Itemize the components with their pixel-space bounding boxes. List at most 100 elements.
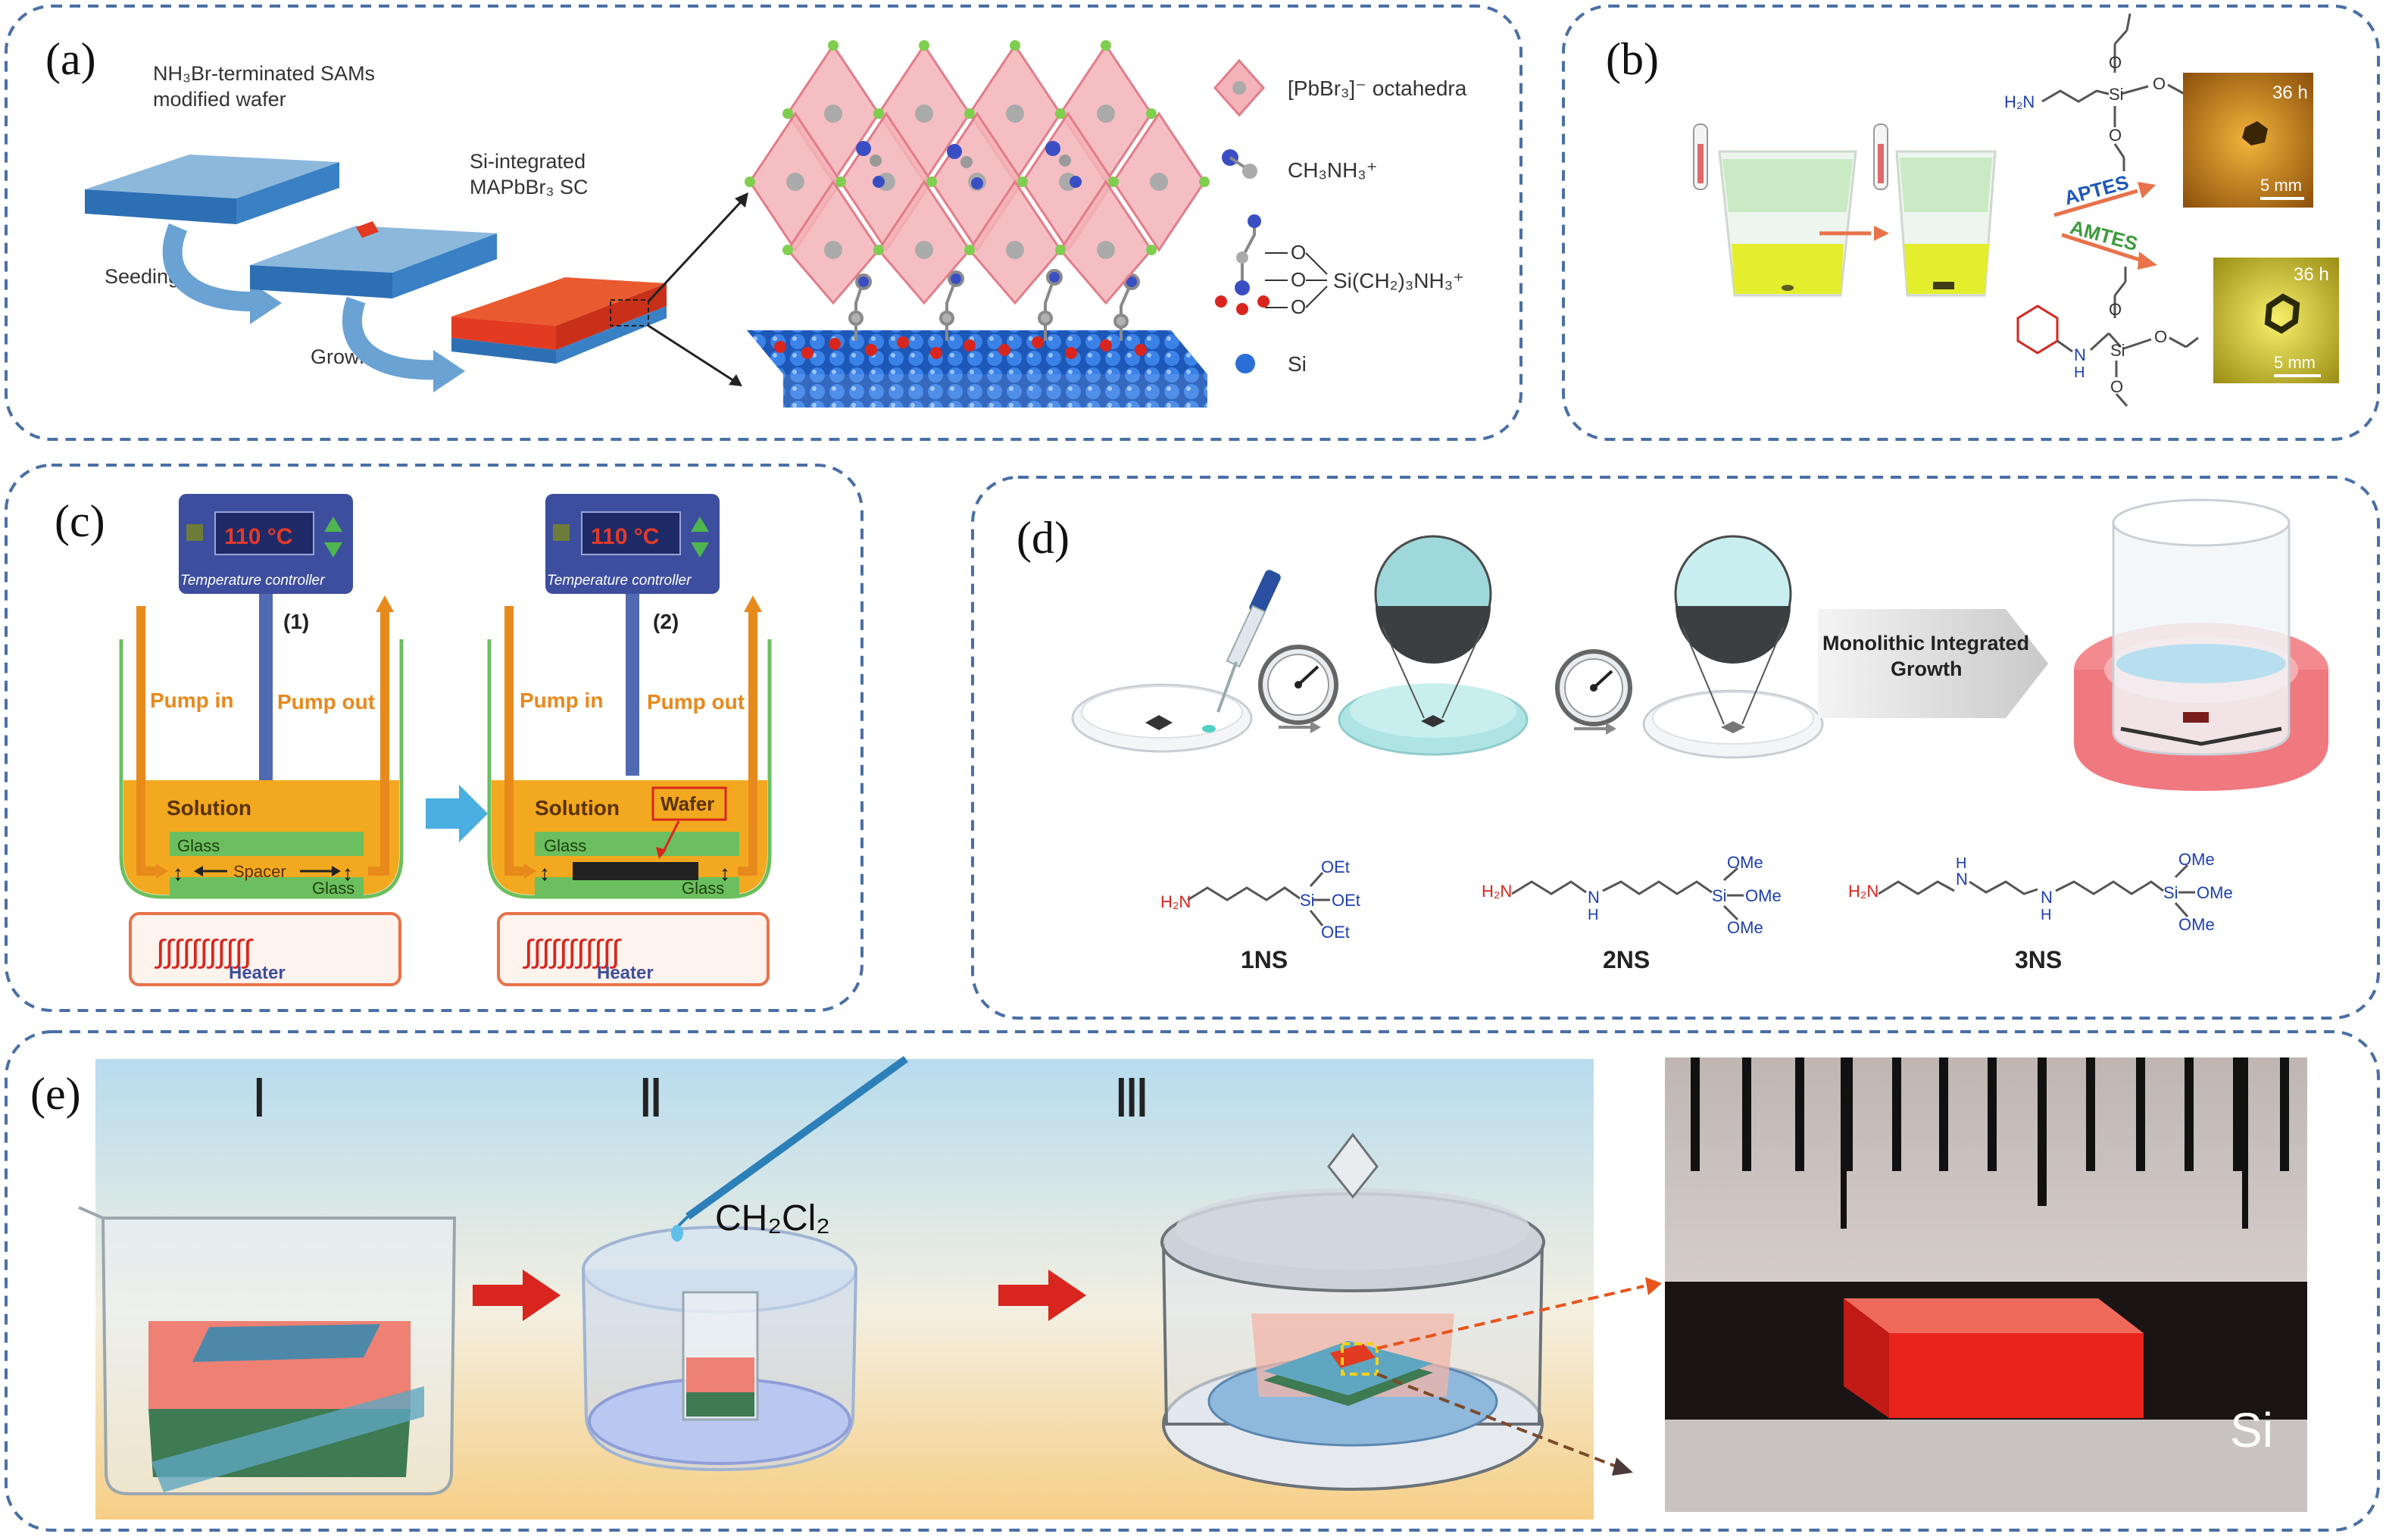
3ns-ome-2: OMe bbox=[2197, 883, 2233, 902]
aptes-si: Si bbox=[2109, 85, 2124, 104]
amtes-molecule bbox=[2016, 267, 2199, 407]
legend-o-2: O bbox=[1291, 268, 1306, 291]
2ns-h2n: H₂N bbox=[1482, 882, 1512, 901]
zoom-box bbox=[1341, 1342, 1379, 1376]
dish-step-2 bbox=[582, 1226, 857, 1472]
solution-label-2: Solution bbox=[535, 796, 620, 820]
2ns-ome-1: OMe bbox=[1727, 853, 1763, 872]
pump-in-pipe-1 bbox=[136, 606, 159, 876]
seeding-arrow bbox=[162, 223, 258, 312]
photo-bottom-scale: 5 mm bbox=[2274, 353, 2316, 372]
2ns-h: H bbox=[1588, 907, 1598, 923]
pump-out-pipe-1 bbox=[368, 611, 389, 876]
growth-vessel bbox=[2074, 498, 2328, 791]
photo-si-label: Si bbox=[2230, 1403, 2273, 1457]
aptes-o-bottom: O bbox=[2109, 126, 2122, 145]
3ns-ome-3: OMe bbox=[2178, 915, 2215, 934]
pump-out-label-1: Pump out bbox=[277, 690, 375, 714]
glass-bottom-1 bbox=[170, 877, 364, 897]
panel-a-label: (a) bbox=[45, 34, 96, 84]
arrow-1-2 bbox=[473, 1270, 561, 1321]
perovskite-lattice bbox=[745, 40, 1210, 305]
glass-bottom-label-2: Glass bbox=[682, 879, 724, 898]
3ns-n-2: N bbox=[2041, 888, 2053, 907]
3ns-si: Si bbox=[2163, 883, 2178, 902]
legend-octahedra: [PbBr₃]⁻ octahedra bbox=[1288, 77, 1467, 100]
petri-dish-1 bbox=[1071, 683, 1253, 753]
panel-b: (b) bbox=[1606, 13, 2339, 407]
pump-in-pipe-2 bbox=[504, 606, 527, 876]
svg-text:↕: ↕ bbox=[539, 861, 550, 885]
panel-b-frame bbox=[1562, 5, 2380, 441]
wafer-label: Wafer bbox=[661, 792, 714, 815]
3ns-ome-1: OMe bbox=[2178, 850, 2215, 869]
beaker-1 bbox=[1718, 150, 1857, 297]
si-legend-icon bbox=[1235, 354, 1255, 373]
amtes-h: H bbox=[2074, 364, 2085, 381]
amtes-o-right: O bbox=[2154, 327, 2167, 346]
panel-b-label: (b) bbox=[1606, 34, 1659, 84]
1ns-oet-2: OEt bbox=[1332, 891, 1360, 910]
step-1-numeral: Ⅰ bbox=[251, 1070, 267, 1129]
stage-arrow bbox=[426, 785, 488, 842]
si-substrate bbox=[747, 330, 1207, 374]
solvent-label: CH₂Cl₂ bbox=[715, 1198, 830, 1239]
aptes-o-top: O bbox=[2109, 53, 2122, 72]
amtes-si: Si bbox=[2110, 341, 2125, 360]
1ns-si: Si bbox=[1300, 891, 1315, 910]
temperature-controller-2: 110 °C Temperature controller bbox=[545, 494, 720, 594]
pressure-gauge-icon-2 bbox=[1555, 649, 1632, 726]
growing-arrow bbox=[342, 296, 440, 380]
svg-text:↕: ↕ bbox=[720, 861, 730, 885]
zoom-line-bottom bbox=[648, 324, 739, 385]
svg-text:↕: ↕ bbox=[342, 861, 353, 885]
temperature-controller-1: 110 °C Temperature controller bbox=[179, 494, 353, 594]
panel-d: (d) bbox=[1017, 498, 2328, 973]
2ns-ome-3: OMe bbox=[1727, 918, 1763, 937]
solution-label-1: Solution bbox=[167, 796, 251, 820]
crystal-photo-aptes: 36 h 5 mm bbox=[2183, 73, 2313, 208]
3ns-h-2: H bbox=[2041, 907, 2051, 923]
heater-1 bbox=[129, 912, 401, 986]
panel-d-label: (d) bbox=[1017, 513, 1070, 563]
photo-bottom-time: 36 h bbox=[2294, 264, 2329, 285]
glass-bottom-label-1: Glass bbox=[312, 879, 354, 898]
pump-in-label-1: Pump in bbox=[150, 689, 233, 712]
1ns-oet-1: OEt bbox=[1321, 857, 1350, 876]
beaker-step-1 bbox=[78, 1206, 457, 1495]
panel-c-frame bbox=[5, 464, 864, 1012]
jar-step-3 bbox=[1160, 1132, 1545, 1491]
ruler-ticks bbox=[1691, 1057, 2289, 1229]
amtes-o-top: O bbox=[2109, 300, 2122, 319]
photo-top-time: 36 h bbox=[2272, 83, 2308, 103]
panel-a: (a) NH₃Br-terminated SAMs modified wafer… bbox=[45, 34, 1467, 408]
legend-o-3: O bbox=[1291, 295, 1306, 318]
glass-bottom-2 bbox=[535, 877, 739, 897]
pipette-icon bbox=[1216, 570, 1281, 713]
linker-legend-icon bbox=[1215, 214, 1270, 315]
mol-2ns: 2NS bbox=[1603, 946, 1650, 973]
thermometer-icon bbox=[1693, 123, 1708, 190]
arrow-2-3 bbox=[998, 1270, 1086, 1321]
glass-top-1 bbox=[170, 832, 364, 856]
pressure-gauge-icon bbox=[1258, 645, 1338, 725]
beaker-2 bbox=[1895, 150, 1997, 297]
3ns-h2n: H₂N bbox=[1848, 882, 1879, 901]
molecule-1ns bbox=[1187, 872, 1330, 926]
heater-2 bbox=[497, 912, 770, 986]
mol-3ns: 3NS bbox=[2015, 946, 2062, 973]
heater-label-1: Heater bbox=[229, 963, 286, 983]
glass-top-2 bbox=[535, 832, 739, 856]
aptes-arrow bbox=[2053, 189, 2138, 217]
aptes-o-right: O bbox=[2153, 74, 2166, 93]
1ns-oet-3: OEt bbox=[1321, 923, 1350, 942]
amtes-n: N bbox=[2074, 345, 2086, 364]
wafer-caption-line1: NH₃Br-terminated SAMs bbox=[153, 62, 375, 85]
panel-e: (e) Ⅰ Ⅱ Ⅲ CH₂Cl₂ bbox=[30, 1055, 2307, 1520]
growth-label-line2: Growth bbox=[1891, 658, 1963, 680]
si-caption-line2: MAPbBr₃ SC bbox=[470, 176, 589, 198]
2ns-n: N bbox=[1588, 888, 1600, 907]
heater-waves-1: ∫∫∫∫∫∫∫∫∫∫∫ bbox=[155, 933, 254, 969]
panel-c: (c) 110 °C Temperature controller (1) Gl… bbox=[55, 494, 772, 986]
wafer-caption-line2: modified wafer bbox=[153, 88, 286, 111]
